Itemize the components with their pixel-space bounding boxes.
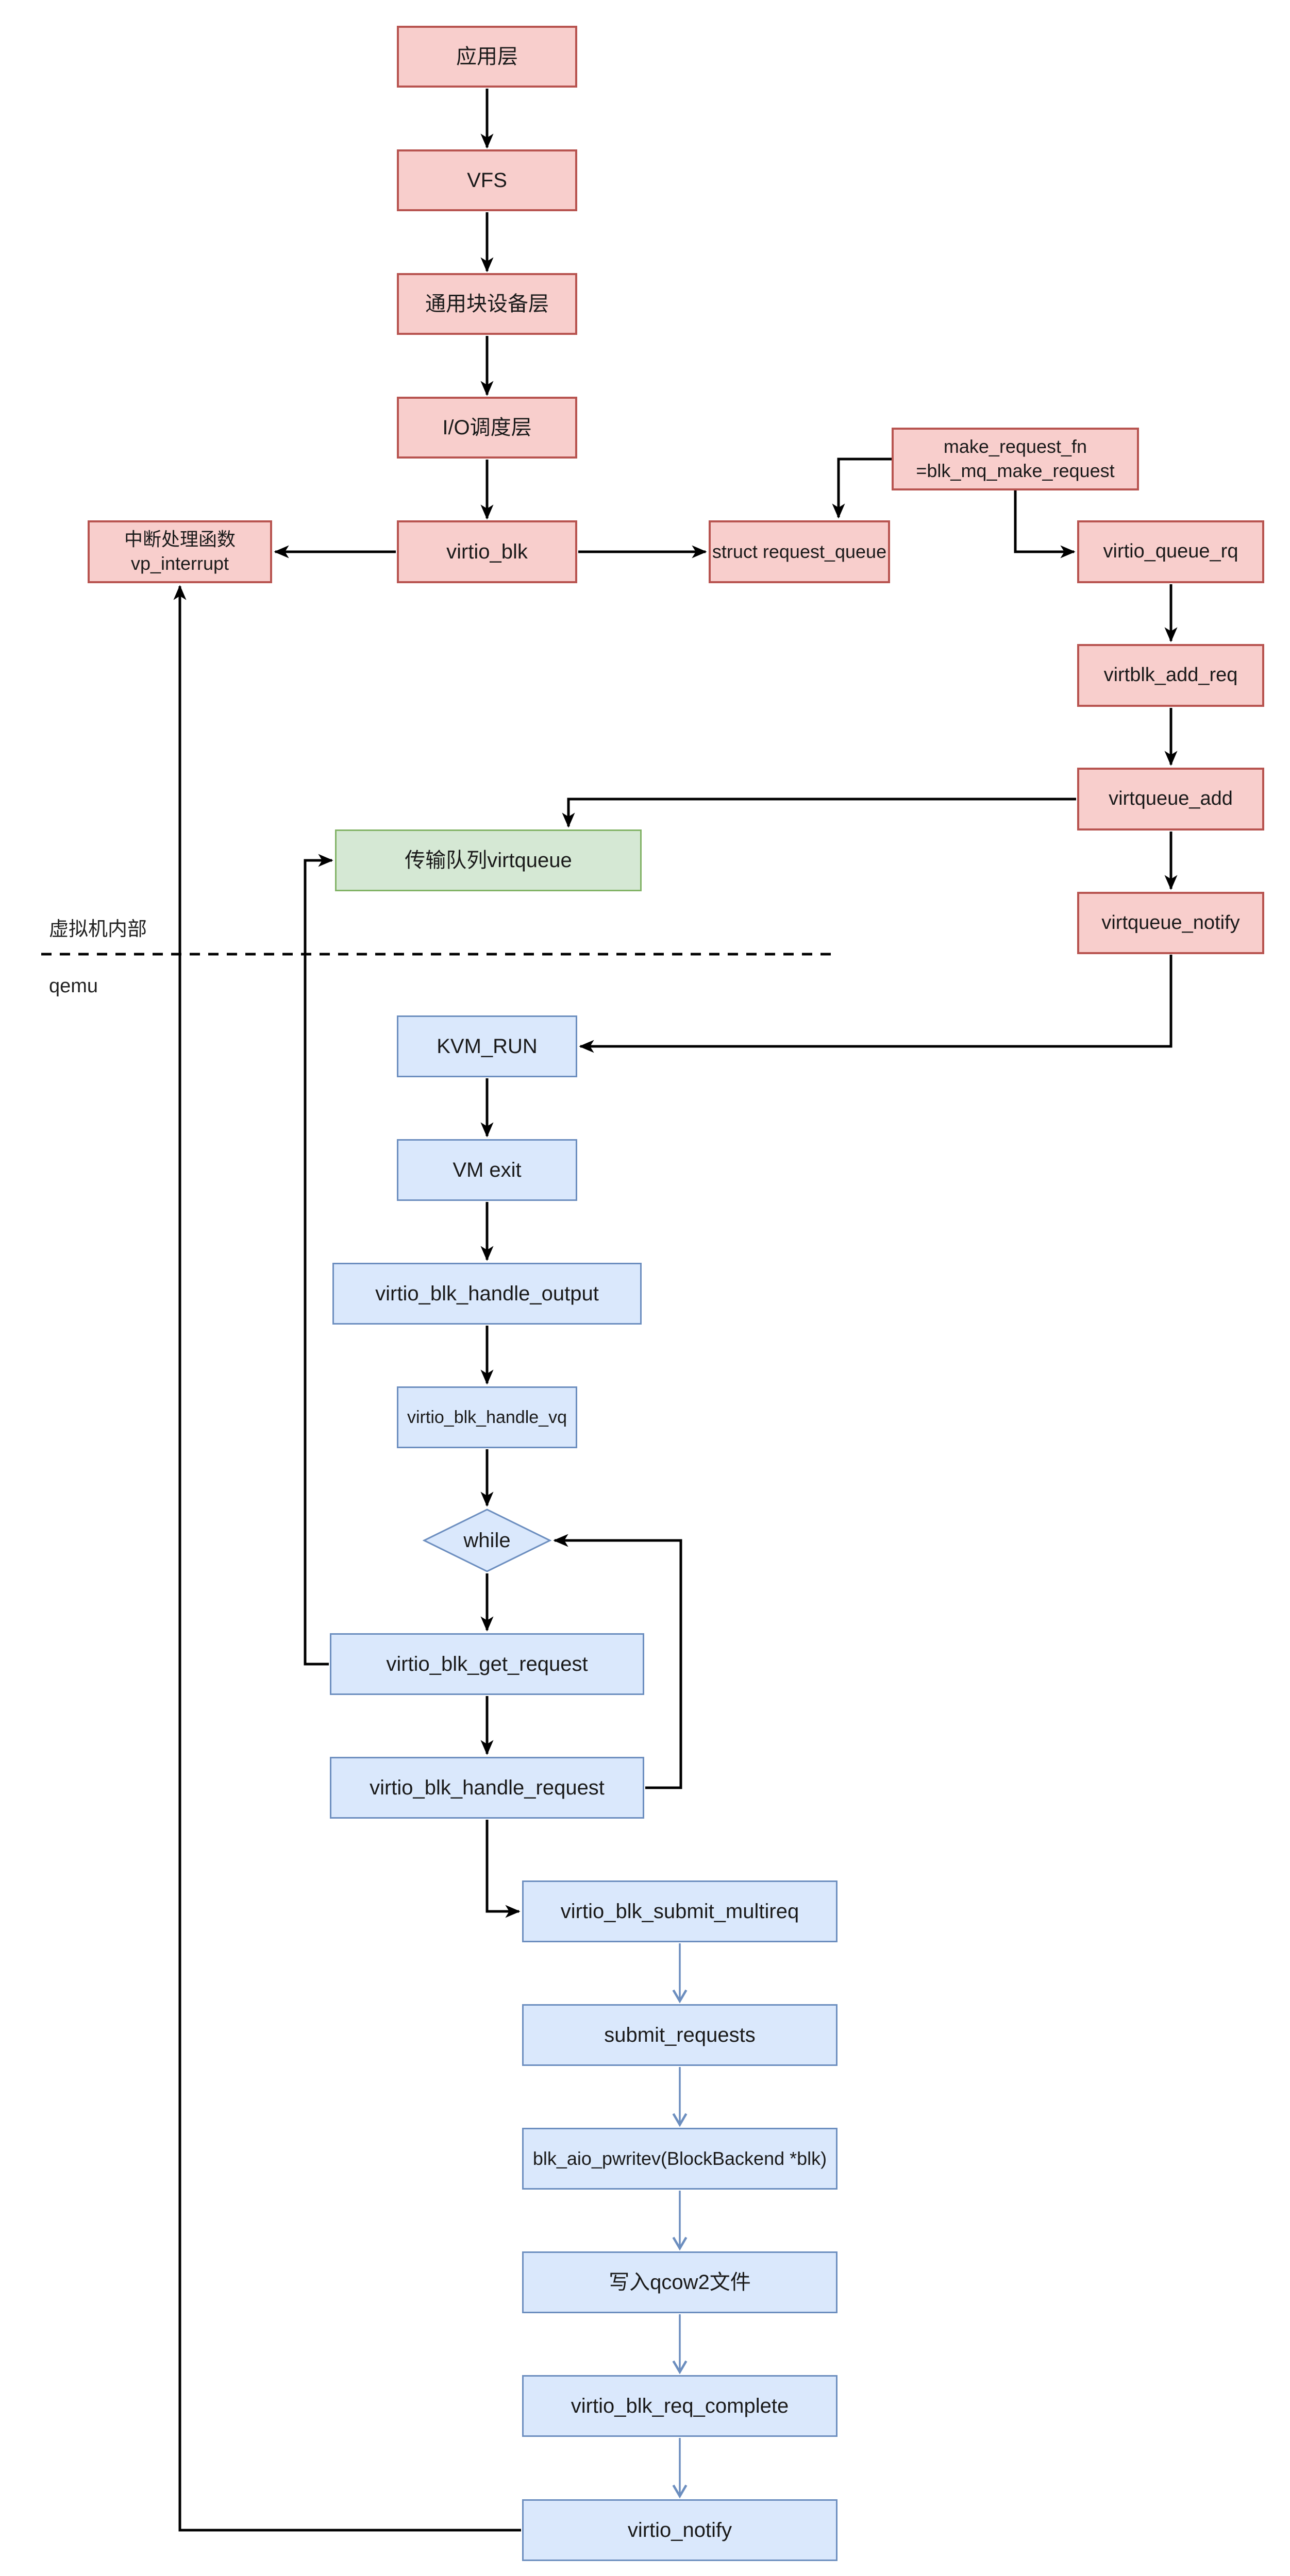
- node-blk-aio-pwritev-label: blk_aio_pwritev(BlockBackend *blk): [532, 2147, 827, 2169]
- node-app-layer-label: 应用层: [456, 45, 518, 68]
- edge-handlerequest-loop-to-while: [553, 1534, 682, 1789]
- node-struct-request-queue: struct request_queue: [709, 520, 890, 583]
- node-virtio-blk-get-request-label: virtio_blk_get_request: [386, 1653, 588, 1675]
- edge-makerequestfn-to-requestqueue: [832, 457, 892, 519]
- node-vfs: VFS: [397, 149, 577, 211]
- node-vfs-label: VFS: [467, 169, 507, 192]
- edge-virtionotify-to-vpinterrupt: [173, 585, 521, 2532]
- node-virtqueue: 传输队列virtqueue: [335, 829, 642, 891]
- node-kvm-run-label: KVM_RUN: [437, 1035, 538, 1058]
- node-virtio-blk-handle-vq-label: virtio_blk_handle_vq: [407, 1407, 567, 1427]
- node-virtio-blk-submit-multireq-label: virtio_blk_submit_multireq: [560, 1900, 799, 1923]
- node-virtio-blk-submit-multireq: virtio_blk_submit_multireq: [522, 1880, 837, 1942]
- node-submit-requests: submit_requests: [522, 2004, 837, 2066]
- node-virtqueue-notify: virtqueue_notify: [1077, 892, 1264, 954]
- node-make-request-fn: make_request_fn =blk_mq_make_request: [892, 428, 1139, 490]
- while-diamond-shape: [423, 1509, 551, 1572]
- node-virtio-blk-handle-request-label: virtio_blk_handle_request: [370, 1776, 605, 1799]
- node-virtqueue-add: virtqueue_add: [1077, 768, 1264, 831]
- node-virtio-notify-label: virtio_notify: [627, 2519, 732, 2541]
- node-virtio-queue-rq-label: virtio_queue_rq: [1103, 540, 1238, 563]
- node-while-decision: while: [423, 1509, 551, 1572]
- node-submit-requests-label: submit_requests: [604, 2024, 756, 2046]
- region-label-qemu: qemu: [49, 975, 98, 997]
- node-virtqueue-add-label: virtqueue_add: [1109, 788, 1233, 810]
- node-virtblk-add-req-label: virtblk_add_req: [1103, 664, 1238, 686]
- node-while-label: while: [463, 1529, 511, 1552]
- node-virtio-blk-handle-request: virtio_blk_handle_request: [330, 1757, 644, 1819]
- node-app-layer: 应用层: [397, 26, 577, 88]
- node-virtio-blk-req-complete: virtio_blk_req_complete: [522, 2375, 837, 2437]
- node-io-scheduler-layer: I/O调度层: [397, 397, 577, 459]
- node-virtio-blk-get-request: virtio_blk_get_request: [330, 1633, 644, 1695]
- edge-handlerequest-to-submitmultireq: [485, 1820, 521, 1918]
- node-virtio-blk: virtio_blk: [397, 520, 577, 583]
- node-blk-aio-pwritev: blk_aio_pwritev(BlockBackend *blk): [522, 2128, 837, 2190]
- node-virtblk-add-req: virtblk_add_req: [1077, 644, 1264, 707]
- node-vp-interrupt-label: 中断处理函数 vp_interrupt: [124, 529, 236, 574]
- node-virtio-blk-handle-vq: virtio_blk_handle_vq: [397, 1386, 577, 1448]
- node-vp-interrupt: 中断处理函数 vp_interrupt: [88, 520, 272, 583]
- region-label-guest: 虚拟机内部: [49, 919, 147, 940]
- node-virtqueue-notify-label: virtqueue_notify: [1101, 911, 1240, 934]
- node-struct-request-queue-label: struct request_queue: [712, 540, 887, 562]
- node-virtio-blk-label: virtio_blk: [446, 540, 528, 563]
- edge-virtqueuenotify-to-kvmrun: [579, 955, 1172, 1053]
- node-write-qcow2-label: 写入qcow2文件: [609, 2271, 751, 2294]
- node-virtio-blk-req-complete-label: virtio_blk_req_complete: [571, 2395, 789, 2417]
- node-io-scheduler-layer-label: I/O调度层: [442, 416, 532, 439]
- node-vm-exit: VM exit: [397, 1139, 577, 1201]
- node-virtio-notify: virtio_notify: [522, 2499, 837, 2561]
- edge-virtqueueadd-to-virtqueue: [562, 798, 1076, 828]
- edge-getrequest-to-virtqueue: [304, 854, 333, 1666]
- edge-makerequestfn-to-virtioqueuerq: [1014, 490, 1076, 558]
- node-kvm-run: KVM_RUN: [397, 1015, 577, 1077]
- node-generic-block-layer-label: 通用块设备层: [425, 293, 549, 315]
- node-virtio-blk-handle-output: virtio_blk_handle_output: [332, 1263, 642, 1325]
- node-virtio-queue-rq: virtio_queue_rq: [1077, 520, 1264, 583]
- node-write-qcow2: 写入qcow2文件: [522, 2251, 837, 2313]
- node-virtio-blk-handle-output-label: virtio_blk_handle_output: [375, 1282, 599, 1305]
- node-virtqueue-label: 传输队列virtqueue: [405, 849, 572, 872]
- node-generic-block-layer: 通用块设备层: [397, 273, 577, 335]
- node-vm-exit-label: VM exit: [453, 1159, 522, 1181]
- node-make-request-fn-label: make_request_fn =blk_mq_make_request: [916, 436, 1115, 481]
